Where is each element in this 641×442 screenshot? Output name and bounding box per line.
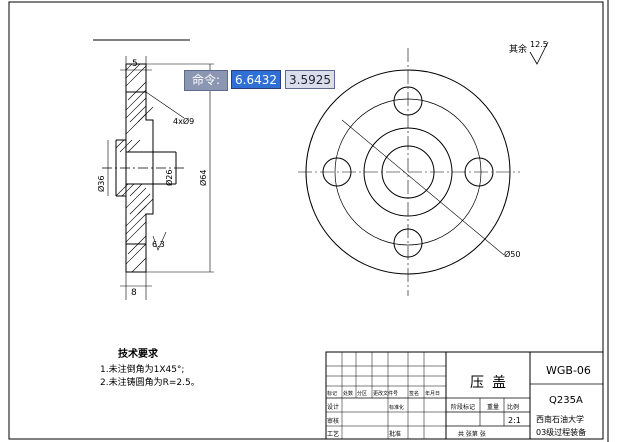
dim-holes: 4xØ9 [173,116,194,126]
roughness-symbol-top [529,41,549,65]
roughness-note: 其余 [509,43,527,55]
row-label-3: 更改文件号 [373,390,398,397]
dim-bore: Ø26 [164,170,174,186]
scale-value: 2:1 [508,416,521,425]
front-view [298,48,520,296]
dim-thickness: 5 [132,59,138,69]
drawing-number: WGB-06 [546,364,591,377]
row-label-1: 处数 [343,390,353,397]
dim-outer: Ø50 [504,249,520,259]
dynamic-input-y-field[interactable]: 3.5925 [285,70,335,89]
side-dimensions [107,56,214,300]
dim-base: 8 [131,288,137,298]
title-block [325,351,604,440]
row-label-2: 分区 [357,390,367,397]
row-label-0: 标记 [327,390,337,397]
dim-pcd: Ø64 [198,170,208,186]
dynamic-input-x-field[interactable]: 6.6432 [231,70,281,89]
row-label-5: 年月日 [425,390,440,397]
std-label: 标准化 [389,404,404,411]
notes-line-2: 2.未注铸圆角为R=2.5。 [100,376,200,388]
scale-label: 比例 [507,403,519,411]
command-prompt-label: 命令: [184,70,228,91]
side-section-view [102,63,186,273]
school-line-2: 03级过程装备 [536,427,586,437]
process-label: 工艺 [327,430,339,438]
stage-label: 阶段标记 [451,403,475,411]
notes-title: 技术要求 [118,347,159,360]
section-hatching [115,63,154,273]
drawing-frame [8,1,604,440]
school-line-1: 西南石油大学 [536,414,584,424]
roughness-value-top: 12.5 [530,40,548,49]
check-label: 审核 [327,417,339,425]
dim-roughness-left: 6.3 [152,240,165,249]
notes-line-1: 1.未注倒角为1X45°; [100,363,184,375]
approve-label: 批准 [389,430,401,438]
dim-boss: Ø36 [96,176,106,192]
sheets-label: 共 张第 张 [458,430,486,438]
design-label: 设计 [327,403,339,411]
material: Q235A [549,395,583,406]
row-label-4: 签名 [409,390,419,397]
weight-label: 重量 [487,403,499,411]
part-name: 压盖 [470,375,514,391]
